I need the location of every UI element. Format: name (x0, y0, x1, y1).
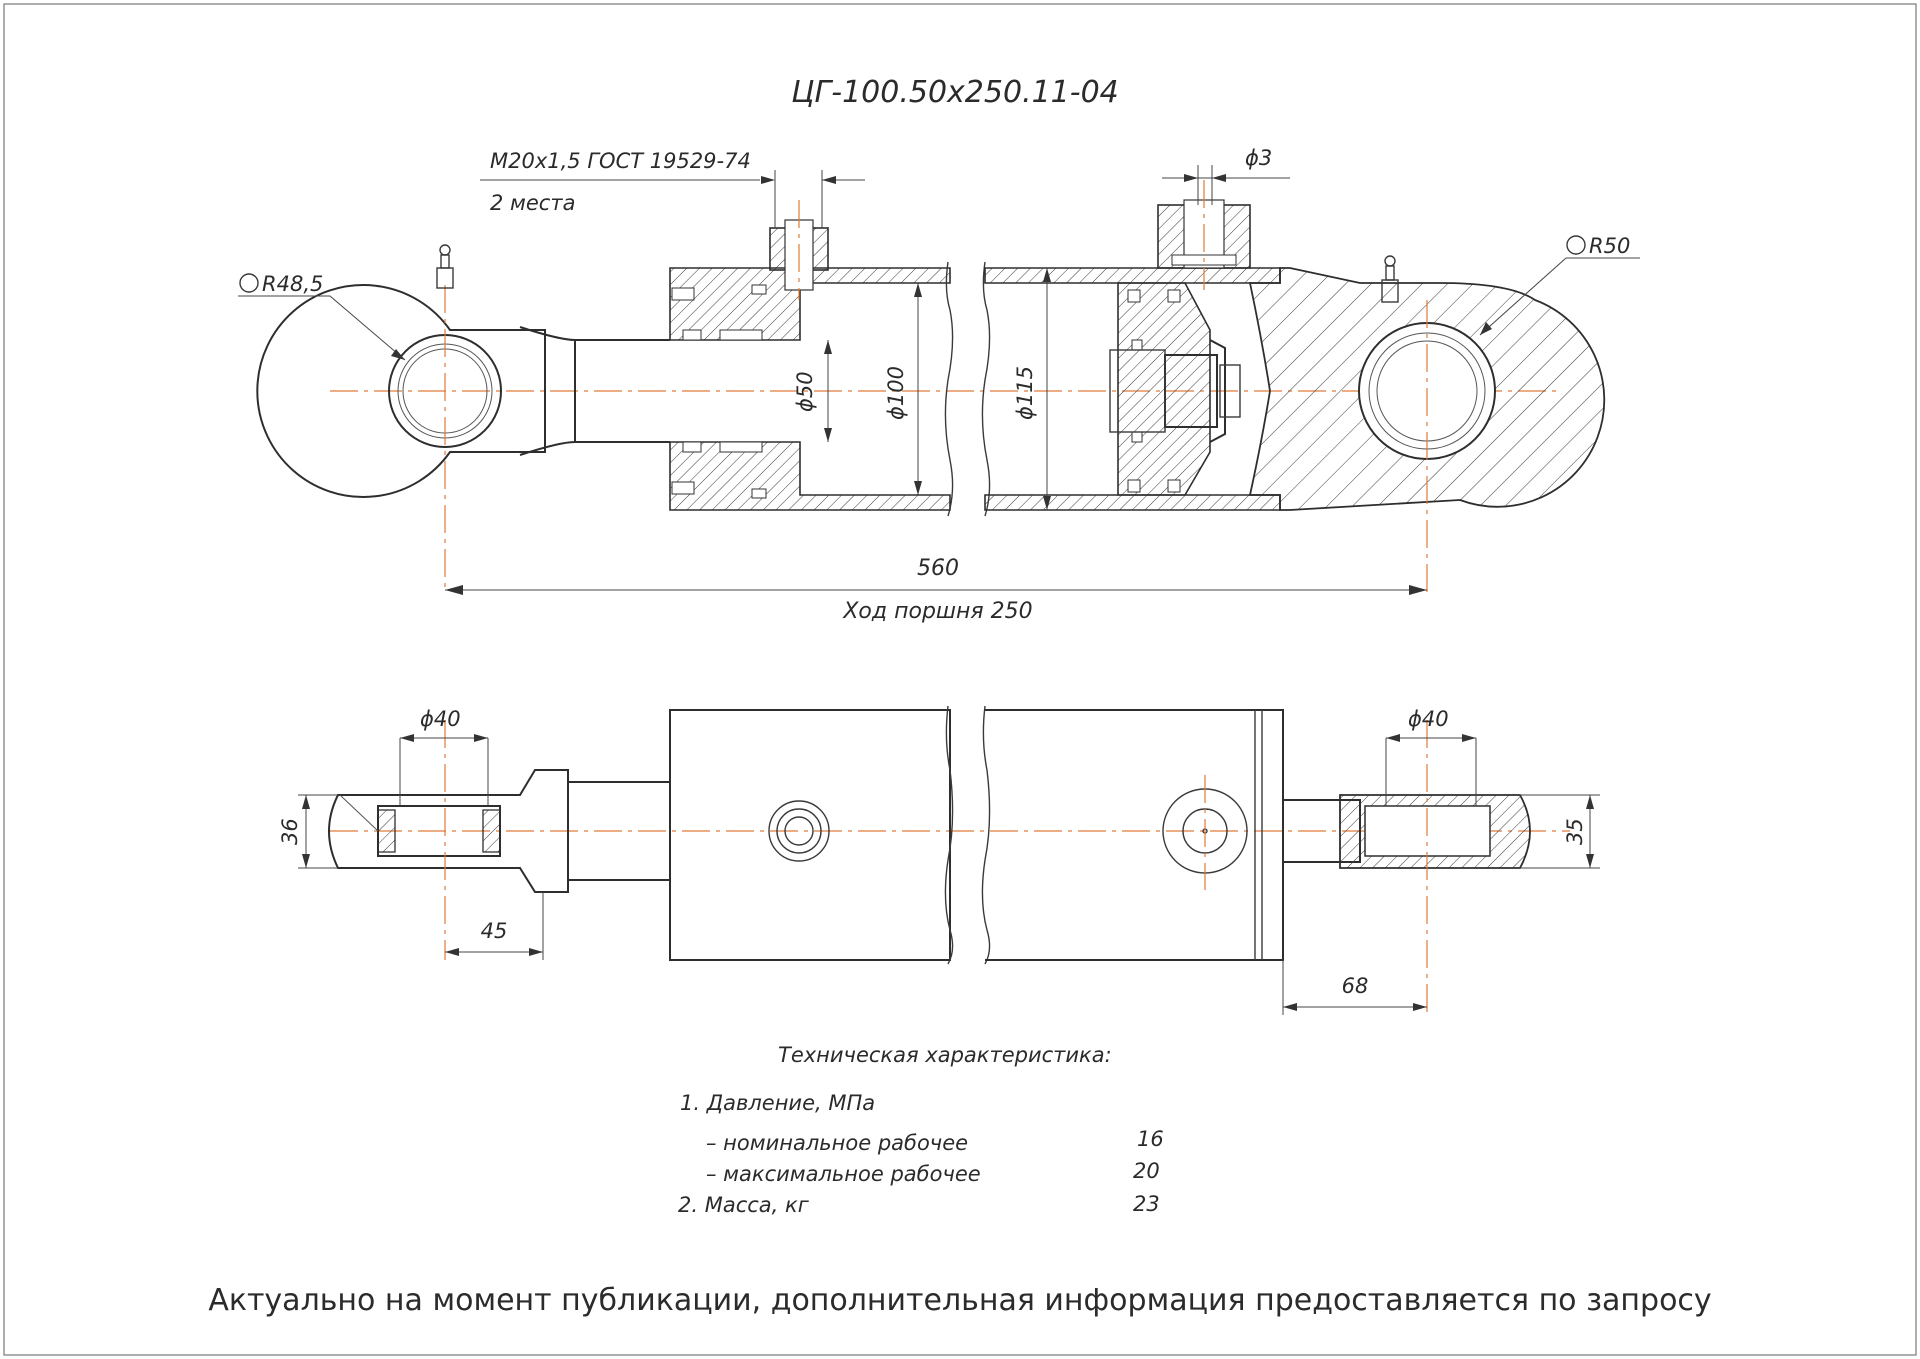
thread-places: 2 места (490, 191, 575, 215)
spec-nominal-value: 16 (1137, 1127, 1164, 1151)
thread-note: М20х1,5 ГОСТ 19529-74 (490, 149, 751, 173)
piston (1109, 282, 1241, 496)
specs-heading: Техническая характеристика: (778, 1043, 1112, 1067)
cylinder-barrel (984, 180, 1281, 511)
spec-nominal-label: – номинальное рабочее (706, 1131, 968, 1155)
tube-diameter-label: ϕ115 (1013, 366, 1037, 420)
rod-diameter-label: ϕ50 (793, 371, 817, 412)
spec-max-value: 20 (1133, 1159, 1160, 1183)
right-offset-label: 68 (1342, 974, 1369, 998)
port-diameter-label: ϕ3 (1245, 146, 1272, 170)
left-rod-eye (256, 244, 576, 590)
eye-right-diameter-label: ϕ40 (1408, 707, 1449, 731)
bore-diameter-label: ϕ100 (884, 366, 908, 420)
eye-right-width-label: 35 (1563, 818, 1587, 845)
sphere-right-label: R50 (1589, 234, 1630, 258)
sphere-left-label: R48,5 (262, 272, 323, 296)
cylinder-head (669, 200, 951, 511)
eye-left-diameter-label: ϕ40 (420, 707, 461, 731)
spec-pressure-label: 1. Давление, МПа (680, 1091, 875, 1115)
stroke-label: Ход поршня 250 (842, 599, 1032, 624)
bottom-plan-view: ϕ40 ϕ40 36 35 45 68 (278, 705, 1600, 1015)
spec-max-label: – максимальное рабочее (706, 1162, 981, 1186)
spec-mass-label: 2. Масса, кг (678, 1193, 810, 1217)
left-offset-label: 45 (481, 919, 508, 943)
footer-note: Актуально на момент публикации, дополнит… (208, 1283, 1711, 1318)
specs-block: Техническая характеристика: 1. Давление,… (678, 1043, 1164, 1217)
bottom-cap (1248, 255, 1606, 595)
eye-left-width-label: 36 (278, 818, 302, 845)
sheet-frame (3, 3, 1917, 1356)
length-label: 560 (917, 556, 959, 581)
top-section-view: ϕ50 ϕ100 ϕ115 М20х1,5 ГОСТ 19529-74 2 ме… (238, 146, 1640, 624)
spec-mass-value: 23 (1133, 1192, 1160, 1216)
drawing-title: ЦГ-100.50х250.11-04 (791, 75, 1119, 110)
